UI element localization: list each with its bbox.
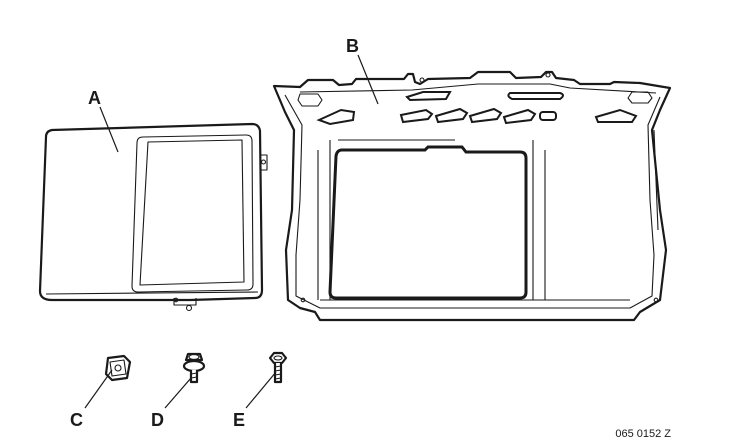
- callout-a-label: A: [88, 88, 101, 108]
- leader-d: [164, 377, 192, 409]
- leader-c: [84, 369, 113, 409]
- leader-e: [245, 371, 277, 409]
- part-d-flange-screw: [182, 352, 206, 384]
- part-c-clip-nut: [104, 354, 132, 382]
- leader-a: [99, 106, 119, 153]
- callout-e-label: E: [233, 410, 245, 430]
- leader-b: [357, 54, 379, 105]
- part-a-cover-panel: [38, 122, 268, 312]
- drawing-reference-code: 065 0152 Z: [615, 428, 671, 440]
- callout-d-label: D: [151, 410, 164, 430]
- part-b-frame-panel: [272, 70, 672, 322]
- callout-c-label: C: [70, 410, 83, 430]
- callout-b-label: B: [346, 36, 359, 56]
- part-e-hex-screw: [268, 351, 288, 384]
